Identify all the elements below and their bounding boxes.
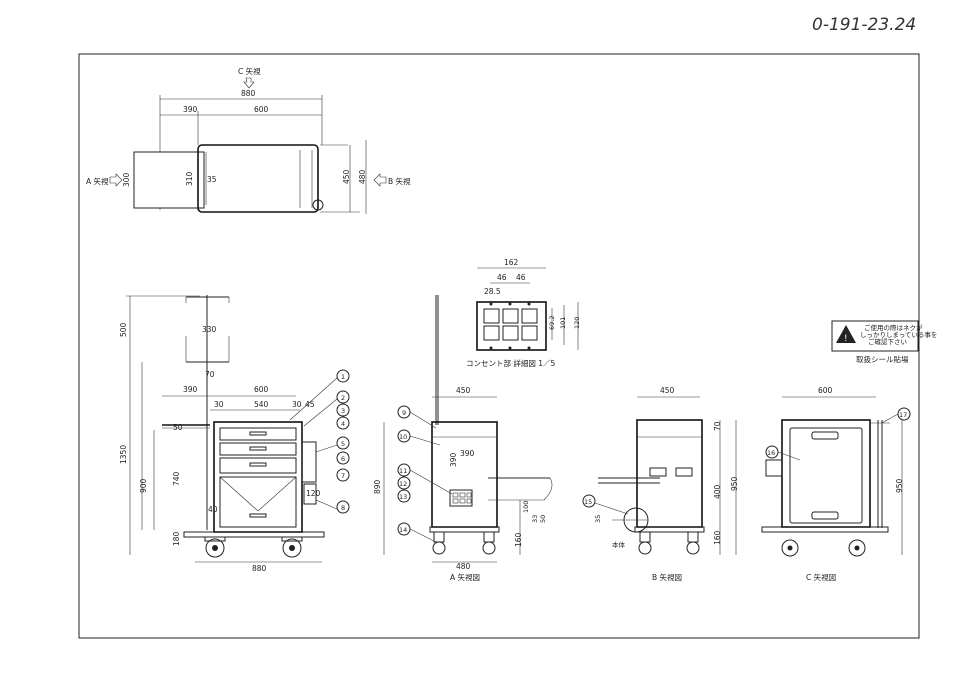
callout-15: 15	[584, 498, 592, 506]
callout-4: 4	[341, 420, 345, 428]
svg-text:!: !	[844, 334, 848, 344]
callout-8: 8	[341, 504, 345, 512]
a-dim-h33: 33	[531, 515, 539, 523]
dim-w390: 390	[183, 385, 198, 394]
dim-w880: 880	[252, 564, 267, 573]
outlet-dim-pitch1: 46	[497, 273, 507, 282]
warning-icon	[836, 325, 856, 343]
arrow-right-icon	[109, 173, 123, 187]
view-c: 600 950 16 17 C 矢視図	[761, 386, 911, 582]
arrow-down-icon	[243, 77, 255, 89]
callout-6: 6	[341, 455, 345, 463]
dim-w540: 540	[254, 400, 269, 409]
outlet-dim-h3: 120	[573, 317, 581, 329]
outlet-detail: 162 46 46 28.5 69.2 101 120 コンセント部 詳細図 1…	[466, 258, 581, 368]
dim-h70: 70	[205, 370, 215, 379]
b-dim-h950: 950	[730, 476, 739, 491]
dim-gap: 35	[207, 175, 217, 184]
dim-body: 600	[254, 105, 269, 114]
dim-h40: 40	[208, 505, 218, 514]
dim-w45: 45	[305, 400, 315, 409]
a-dim-h100: 100	[522, 501, 530, 513]
dim-w600: 600	[254, 385, 269, 394]
a-dim-w450: 450	[456, 386, 471, 395]
outlet-small	[452, 492, 472, 504]
dim-hook: 330	[202, 325, 217, 334]
view-a: 450 390 390 890 160 100 33 50 480 A 矢視図 …	[373, 295, 553, 582]
a-dim-d390: 390	[460, 449, 475, 458]
dim-w30b: 30	[292, 400, 302, 409]
outlet-dim-h1: 69.2	[548, 316, 556, 330]
warning-text-3: ご確認下さい	[868, 337, 907, 346]
outlet-sockets	[483, 302, 538, 350]
dim-w30a: 30	[214, 400, 224, 409]
c-dim-w600: 600	[818, 386, 833, 395]
view-b-arrow-label: B 矢視	[388, 176, 411, 186]
outlet-dim-h2: 101	[559, 317, 567, 329]
view-a-arrow-label: A 矢視	[86, 176, 109, 186]
a-dim-h160: 160	[514, 532, 523, 547]
dim-overall: 880	[241, 89, 256, 98]
callout-10: 10	[399, 433, 407, 441]
top-view: C 矢視 880 390 600 450 480 300 310 35 A 矢視	[86, 66, 411, 214]
c-dim-h950: 950	[895, 478, 904, 493]
dim-h740: 740	[172, 471, 181, 486]
callout-1: 1	[341, 373, 345, 381]
a-callouts: 9 10 11 12 13 14	[397, 405, 453, 543]
dim-left: 390	[183, 105, 198, 114]
b-dim-w450: 450	[660, 386, 675, 395]
dim-depth1: 300	[122, 172, 131, 187]
outlet-dim-width: 162	[504, 258, 519, 267]
outlet-title: コンセント部 詳細図 1／5	[466, 358, 556, 368]
view-b-caption: B 矢視図	[652, 572, 682, 582]
callout-7: 7	[341, 472, 345, 480]
b-note: 本体	[612, 540, 626, 549]
a-dim-h390: 390	[449, 452, 458, 467]
dim-pole: 500	[119, 322, 128, 337]
warning-label: ! ご使用の際はネクが しっかりしまっている事を ご確認下さい 取扱シール貼場	[831, 320, 937, 364]
callout-16: 16	[767, 449, 775, 457]
drawing-frame	[78, 53, 920, 639]
callout-17: 17	[899, 411, 907, 419]
b-dim-h160: 160	[713, 530, 722, 545]
a-dim-h50: 50	[539, 515, 547, 523]
warning-text-2: しっかりしまっている事を	[860, 330, 937, 339]
doc-number: 0-191-23.24	[812, 15, 916, 35]
dim-h900: 900	[139, 478, 148, 493]
callout-5: 5	[341, 440, 345, 448]
callout-14: 14	[399, 526, 407, 534]
dim-inner: 310	[185, 171, 194, 186]
b-dim-h70: 70	[713, 421, 722, 431]
callout-3: 3	[341, 407, 345, 415]
b-dim-h400: 400	[713, 484, 722, 499]
dim-d480: 480	[358, 169, 367, 184]
view-b: 450 70 400 950 160 35 本体 15 B 矢視図	[582, 386, 739, 582]
dim-d450: 450	[342, 169, 351, 184]
front-callouts: 1 2 3 4 5 6 7 8	[289, 369, 350, 514]
callout-2: 2	[341, 394, 345, 402]
dim-h120: 120	[306, 489, 321, 498]
warning-text-1: ご使用の際はネクが	[864, 323, 923, 332]
a-dim-w480: 480	[456, 562, 471, 571]
b-dim-h35: 35	[594, 515, 602, 523]
view-a-caption: A 矢視図	[450, 572, 480, 582]
callout-11: 11	[399, 467, 407, 475]
outlet-dim-edge: 28.5	[484, 287, 501, 296]
warning-caption: 取扱シール貼場	[856, 354, 909, 364]
callout-13: 13	[399, 493, 407, 501]
dim-h180: 180	[172, 531, 181, 546]
dim-h1350: 1350	[119, 445, 128, 464]
front-view: 330 70 500 1350 900 740 180 390 600 30 5…	[119, 295, 350, 573]
callout-12: 12	[399, 480, 407, 488]
view-c-caption: C 矢視図	[806, 572, 836, 582]
a-dim-h890: 890	[373, 479, 382, 494]
arrow-left-icon	[373, 173, 387, 187]
callout-9: 9	[402, 409, 406, 417]
view-c-arrow-label: C 矢視	[238, 66, 261, 76]
outlet-dim-pitch2: 46	[516, 273, 526, 282]
dim-w50: 50	[173, 423, 183, 432]
